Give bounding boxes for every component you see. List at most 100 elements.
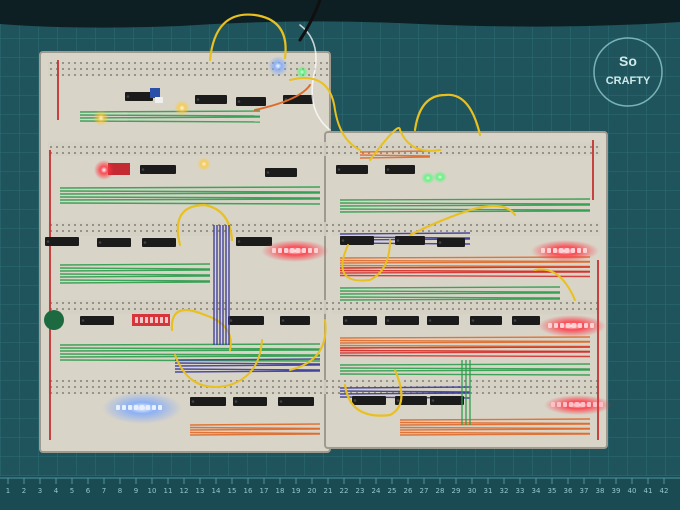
- ruler-number: 29: [452, 487, 461, 495]
- ruler-number: 31: [484, 487, 493, 495]
- ic-chip: [195, 95, 227, 104]
- mat-logo: So CRAFTY: [593, 37, 663, 107]
- ic-chip: [278, 397, 314, 406]
- ic-chip: [280, 316, 310, 325]
- led: [590, 323, 594, 328]
- led: [314, 248, 318, 253]
- ruler-number: 10: [148, 487, 157, 495]
- ruler-number: 40: [628, 487, 637, 495]
- ic-chip: [385, 165, 415, 174]
- ic-chip: [395, 236, 425, 245]
- ic-chip: [233, 397, 267, 406]
- ic-chip: [142, 238, 176, 247]
- ruler-number: 30: [468, 487, 477, 495]
- led: [128, 405, 132, 410]
- ruler-number: 3: [38, 487, 42, 495]
- ic-chip: [228, 316, 264, 325]
- led: [557, 402, 561, 407]
- ic-chip: [395, 396, 427, 405]
- ruler-number: 18: [276, 487, 285, 495]
- ruler-number: 38: [596, 487, 605, 495]
- ic-chip: [236, 97, 266, 106]
- ic-chip: [97, 238, 131, 247]
- ic-chip: [385, 316, 419, 325]
- led: [569, 402, 573, 407]
- led: [272, 248, 276, 253]
- led: [584, 323, 588, 328]
- ic-chip: [437, 238, 465, 247]
- ruler-number: 41: [644, 487, 653, 495]
- ic-chip: [45, 237, 79, 246]
- led: [296, 248, 300, 253]
- mat-logo-bottom: CRAFTY: [606, 75, 651, 87]
- ruler-number: 8: [118, 487, 122, 495]
- ruler-number: 23: [356, 487, 365, 495]
- ic-chip: [140, 165, 176, 174]
- led: [572, 323, 576, 328]
- led: [581, 402, 585, 407]
- led: [547, 248, 551, 253]
- led: [587, 402, 591, 407]
- led: [284, 248, 288, 253]
- led: [554, 323, 558, 328]
- ruler-number: 2: [22, 487, 26, 495]
- ruler-number: 15: [228, 487, 237, 495]
- ic-chip: [340, 236, 374, 245]
- ic-chip: [283, 95, 313, 104]
- ruler-number: 34: [532, 487, 541, 495]
- ic-chip: [125, 92, 153, 101]
- led: [146, 405, 150, 410]
- led: [152, 405, 156, 410]
- mat-logo-top: So: [619, 53, 637, 69]
- ruler-number: 39: [612, 487, 621, 495]
- led: [116, 405, 120, 410]
- led: [565, 248, 569, 253]
- led: [563, 402, 567, 407]
- ruler-number: 20: [308, 487, 317, 495]
- led: [158, 405, 162, 410]
- led: [553, 248, 557, 253]
- ruler-number: 35: [548, 487, 557, 495]
- ic-chip: [343, 316, 377, 325]
- ic-chip: [190, 397, 226, 406]
- led: [571, 248, 575, 253]
- ic-chip: [470, 316, 502, 325]
- led: [578, 323, 582, 328]
- ruler-number: 37: [580, 487, 589, 495]
- led: [583, 248, 587, 253]
- ic-chip: [336, 165, 368, 174]
- led: [551, 402, 555, 407]
- ruler-number: 36: [564, 487, 573, 495]
- ic-chip: [430, 396, 464, 405]
- led: [577, 248, 581, 253]
- ic-chip: [236, 237, 272, 246]
- ruler-number: 28: [436, 487, 445, 495]
- ruler-number: 17: [260, 487, 269, 495]
- ruler-number: 5: [70, 487, 74, 495]
- led: [599, 402, 603, 407]
- ruler-number: 42: [660, 487, 669, 495]
- led: [560, 323, 564, 328]
- ruler-number: 21: [324, 487, 333, 495]
- ruler-number: 33: [516, 487, 525, 495]
- led: [593, 402, 597, 407]
- ic-chip: [427, 316, 459, 325]
- ruler-number: 25: [388, 487, 397, 495]
- ruler-number: 13: [196, 487, 205, 495]
- ruler-number: 7: [102, 487, 106, 495]
- led: [308, 248, 312, 253]
- led: [541, 248, 545, 253]
- led: [134, 405, 138, 410]
- ruler-number: 22: [340, 487, 349, 495]
- led-glows: [93, 56, 612, 424]
- ruler-number: 26: [404, 487, 413, 495]
- ruler-number: 24: [372, 487, 381, 495]
- led: [140, 405, 144, 410]
- ruler-number: 19: [292, 487, 301, 495]
- led: [290, 248, 294, 253]
- ruler-number: 1: [6, 487, 10, 495]
- led: [278, 248, 282, 253]
